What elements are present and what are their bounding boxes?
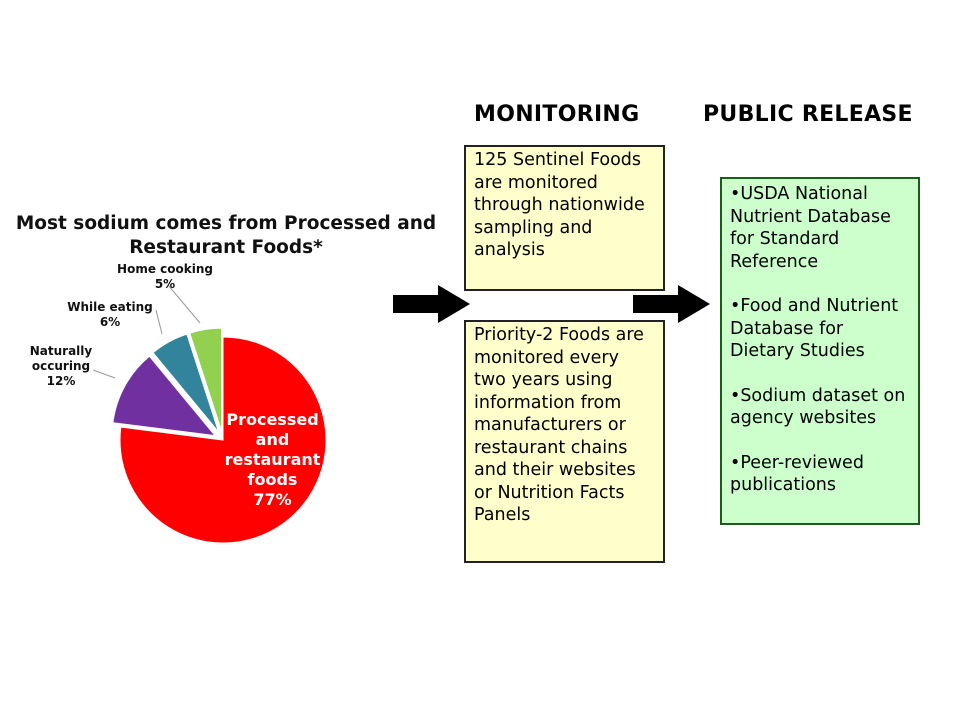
label-pct: 77% xyxy=(253,490,292,509)
pie-slice-while-eating xyxy=(152,333,220,433)
pie-slice-naturally-occuring xyxy=(112,355,217,437)
label-processed: Processed and restaurant foods 77% xyxy=(220,410,325,510)
label-while-eating: While eating 6% xyxy=(55,300,165,330)
monitoring-heading: MONITORING xyxy=(474,102,640,127)
label-home-cooking: Home cooking 5% xyxy=(105,262,225,292)
pie-slice-processed-and-restaurant-foods xyxy=(119,336,327,544)
arrow-right-icon xyxy=(393,285,470,323)
label-text: and xyxy=(255,430,290,449)
leader-line-home xyxy=(167,284,201,324)
pie-chart xyxy=(92,284,327,544)
public-release-box: •USDA National Nutrient Database for Sta… xyxy=(720,177,920,525)
leader-line-eating xyxy=(155,309,163,335)
label-text: Processed xyxy=(226,410,319,429)
label-pct: 12% xyxy=(46,374,76,388)
chart-title: Most sodium comes from Processed and Res… xyxy=(15,213,437,258)
label-pct: 6% xyxy=(99,315,121,329)
arrow-right-icon xyxy=(633,285,710,323)
priority2-foods-box: Priority-2 Foods are monitored every two… xyxy=(464,320,665,563)
label-text: foods xyxy=(247,470,298,489)
label-text: While eating xyxy=(67,300,153,314)
label-pct: 5% xyxy=(154,277,176,291)
public-release-heading: PUBLIC RELEASE xyxy=(703,102,913,127)
release-item: •Food and Nutrient Database for Dietary … xyxy=(730,296,899,361)
label-text: Naturally xyxy=(29,344,93,358)
pie-slice-home-cooking xyxy=(189,327,223,432)
release-item: •USDA National Nutrient Database for Sta… xyxy=(730,184,891,272)
release-item: •Sodium dataset on agency websites xyxy=(730,385,906,429)
leader-line-natural xyxy=(92,369,116,379)
sentinel-foods-box: 125 Sentinel Foods are monitored through… xyxy=(464,145,665,291)
label-naturally-occuring: Naturally occuring 12% xyxy=(20,344,102,389)
label-text: Home cooking xyxy=(117,262,213,276)
release-item: •Peer-reviewed publications xyxy=(730,452,864,496)
label-text: restaurant xyxy=(224,450,321,469)
label-text: occuring xyxy=(31,359,91,373)
